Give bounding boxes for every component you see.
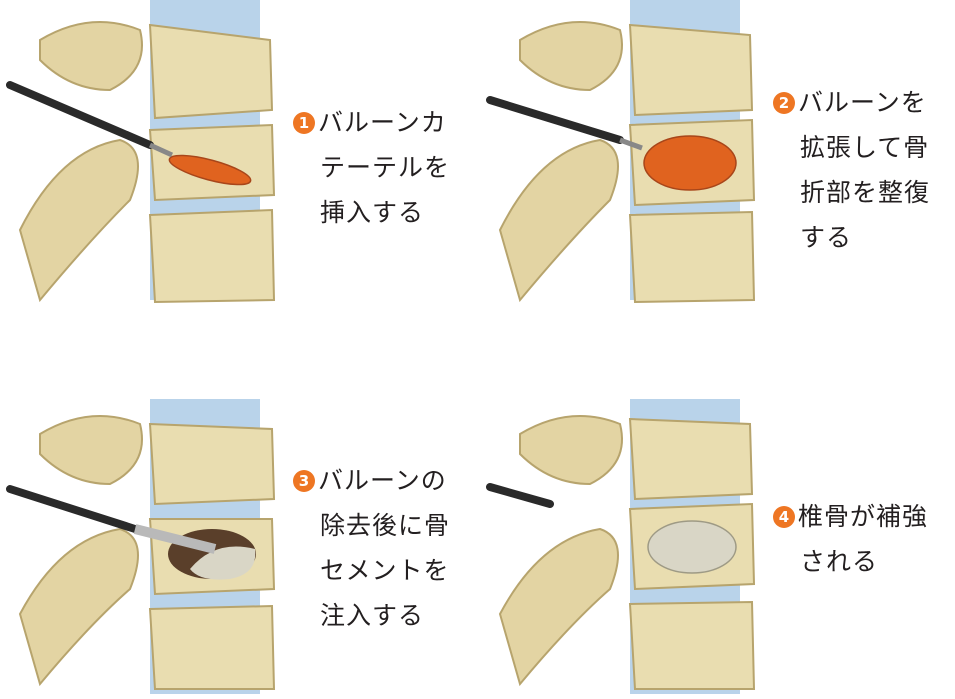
caption-line: 注入する: [320, 601, 425, 630]
cement-cannula: [133, 524, 217, 554]
spine-illustration-3: [6, 399, 276, 694]
caption-line: テーテルを: [320, 153, 451, 182]
caption-line: バルーンを: [798, 88, 927, 117]
caption-line: する: [800, 223, 853, 252]
caption-line: バルーンカ: [318, 108, 447, 137]
caption-line: バルーンの: [318, 466, 447, 495]
caption-line: 椎骨が補強: [798, 502, 929, 531]
balloon-inflated: [643, 135, 737, 191]
spine-illustration-4: [486, 399, 756, 694]
caption-line: 折部を整復: [800, 178, 931, 207]
caption-line: セメントを: [320, 556, 450, 585]
balloon-deflated: [168, 154, 252, 186]
step-number-badge: 2: [773, 92, 795, 114]
catheter: [6, 81, 154, 149]
caption-line: 挿入する: [320, 198, 425, 227]
caption-line: 除去後に骨: [320, 511, 451, 540]
catheter: [486, 483, 554, 508]
step-number-badge: 3: [293, 470, 315, 492]
bone-cement: [190, 546, 256, 580]
bone-cement: [647, 520, 737, 574]
step-number-badge: 1: [293, 112, 315, 134]
caption-line: 拡張して骨: [800, 133, 930, 162]
spine-illustration-2: [486, 0, 756, 304]
catheter: [486, 96, 624, 144]
step-number-badge: 4: [773, 506, 795, 528]
caption-line: される: [800, 547, 879, 576]
catheter: [6, 485, 139, 533]
spine-illustration-1: [6, 0, 276, 304]
